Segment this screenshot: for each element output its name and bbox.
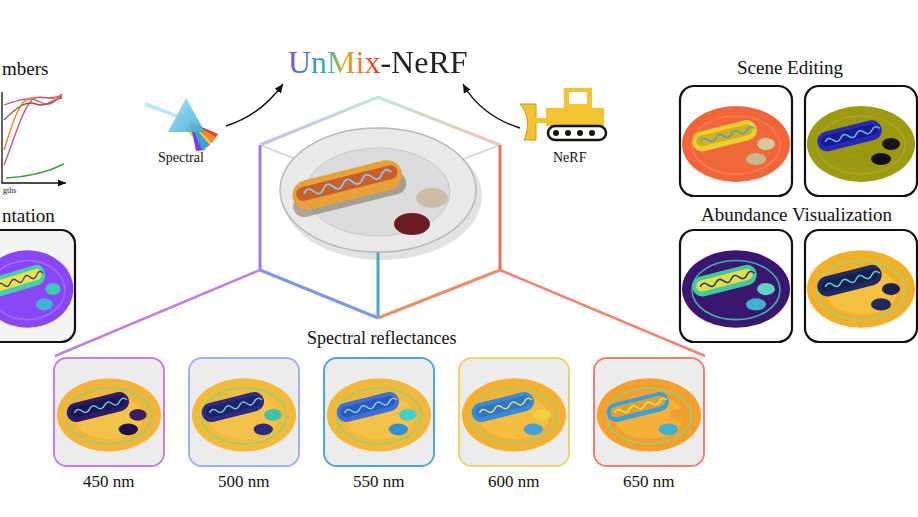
spectral-band-box: 500 nm — [188, 357, 300, 467]
bulldozer-icon — [520, 88, 606, 140]
wavelength-label: 600 nm — [488, 472, 539, 492]
axis-title: mbers — [2, 58, 48, 80]
cube-outline — [260, 97, 500, 318]
thumbnail-render — [680, 86, 792, 196]
figure-title: UnMix-NeRF — [288, 44, 468, 81]
band-render — [325, 359, 433, 465]
spectral-band-box: 450 nm — [53, 357, 165, 467]
axis-label: gths — [3, 186, 16, 195]
section-heading: Spectral reflectances — [307, 328, 456, 349]
section-heading: Scene Editing — [737, 57, 843, 79]
band-render — [190, 359, 298, 465]
icon-label: Spectral — [158, 150, 204, 166]
spectral-band-box: 550 nm — [323, 357, 435, 467]
wavelength-label: 500 nm — [218, 472, 269, 492]
endmember-chart — [2, 92, 66, 183]
wavelength-label: 450 nm — [83, 472, 134, 492]
icon-label: NeRF — [553, 150, 586, 166]
section-heading: Abundance Visualization — [701, 204, 892, 226]
leader-line — [500, 270, 705, 356]
thumbnail-render — [805, 86, 917, 196]
band-render — [460, 359, 568, 465]
wavelength-label: 650 nm — [623, 472, 674, 492]
thumbnail-render — [0, 230, 75, 342]
thumbnail-render — [680, 230, 792, 342]
leader-line — [55, 270, 260, 356]
flow-arrow — [463, 84, 520, 128]
band-render — [595, 359, 703, 465]
band-render — [325, 359, 433, 465]
hotdog-render — [280, 128, 482, 260]
wavelength-label: 550 nm — [353, 472, 404, 492]
thumbnail-render — [805, 230, 917, 342]
band-render — [55, 359, 163, 465]
band-render — [460, 359, 568, 465]
band-render — [55, 359, 163, 465]
band-render — [595, 359, 703, 465]
spectral-band-box: 650 nm — [593, 357, 705, 467]
spectral-band-box: 600 nm — [458, 357, 570, 467]
prism-icon — [145, 98, 218, 151]
section-heading: ntation — [2, 205, 55, 227]
band-render — [190, 359, 298, 465]
flow-arrow — [226, 84, 283, 126]
